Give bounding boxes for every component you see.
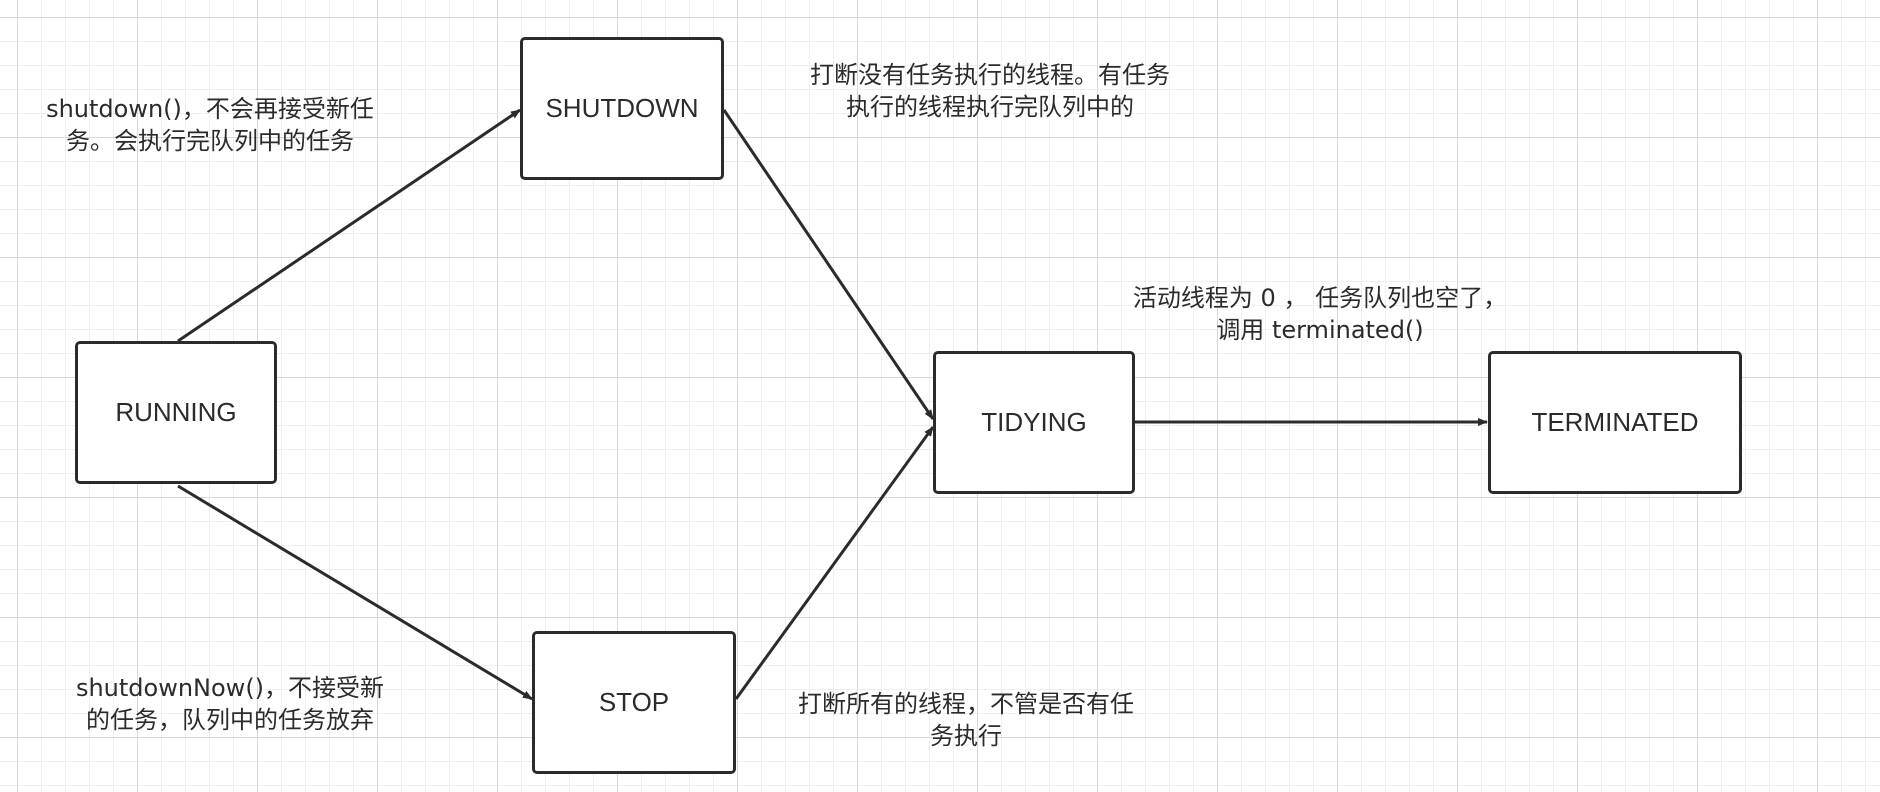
label-stop-to-tidying: 打断所有的线程，不管是否有任 务执行 xyxy=(798,690,1134,750)
edge-running-to-stop xyxy=(177,484,533,701)
state-terminated[interactable]: TERMINATED xyxy=(1488,351,1742,494)
state-tidying[interactable]: TIDYING xyxy=(933,351,1135,494)
label-tidying-to-terminated: 活动线程为 0 ， 任务队列也空了， 调用 terminated() xyxy=(1132,284,1508,344)
edge-shutdown-to-tidying xyxy=(722,109,935,420)
state-terminated-label: TERMINATED xyxy=(1531,407,1699,437)
state-tidying-label: TIDYING xyxy=(981,407,1087,437)
edge-running-to-shutdown xyxy=(177,108,521,343)
label-running-to-stop: shutdownNow()，不接受新 的任务，队列中的任务放弃 xyxy=(75,674,385,734)
state-shutdown-label: SHUTDOWN xyxy=(545,93,699,123)
edge-stop-to-tidying xyxy=(734,426,935,700)
state-stop[interactable]: STOP xyxy=(532,631,736,774)
state-running-label: RUNNING xyxy=(115,397,237,427)
label-shutdown-to-tidying: 打断没有任务执行的线程。有任务 执行的线程执行完队列中的 xyxy=(810,61,1170,121)
state-stop-label: STOP xyxy=(598,687,670,717)
state-running[interactable]: RUNNING xyxy=(75,341,277,484)
label-running-to-shutdown: shutdown()，不会再接受新任 务。会执行完队列中的任务 xyxy=(46,95,374,155)
state-shutdown[interactable]: SHUTDOWN xyxy=(520,37,724,180)
